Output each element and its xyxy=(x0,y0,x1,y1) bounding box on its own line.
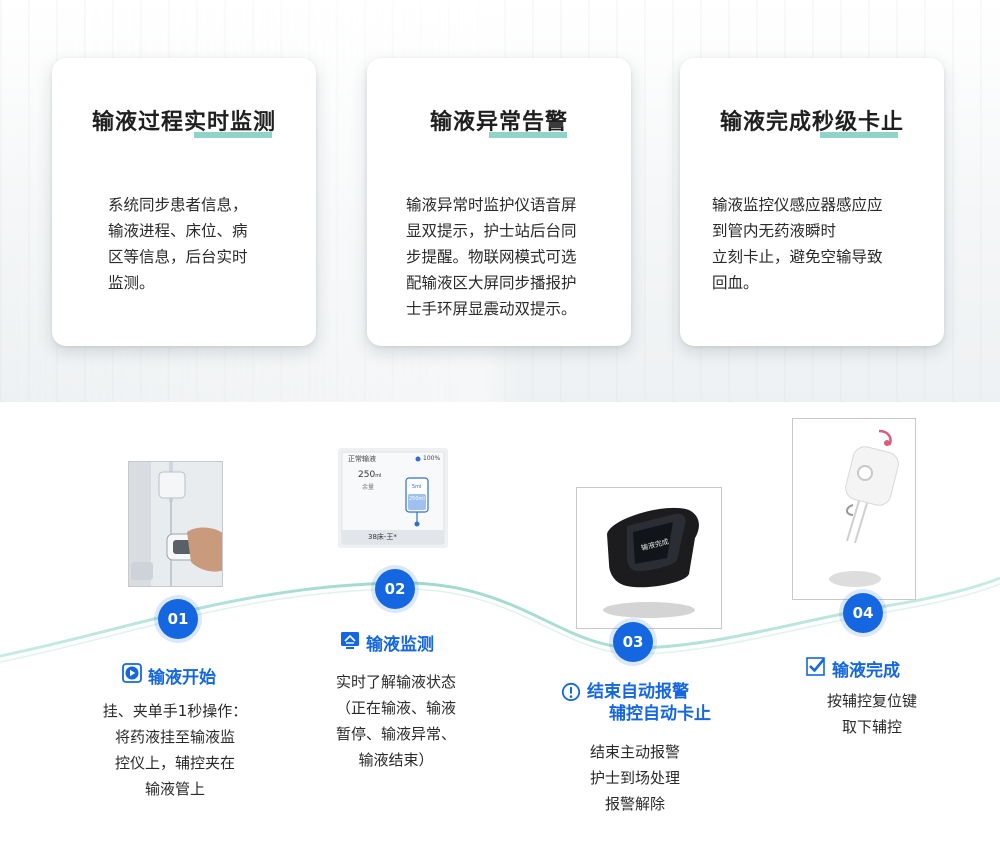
step-title-alarm: 结束自动报警 辅控自动卡止 xyxy=(561,681,711,725)
feature-line: 到管内无药液瞬时 xyxy=(712,222,837,240)
volume-number: 250 xyxy=(358,470,376,480)
infusion-start-photo xyxy=(128,461,223,587)
alert-icon xyxy=(561,682,581,707)
step-line: 控仪上，辅控夹在 xyxy=(114,754,235,772)
aux-clamp-photo xyxy=(792,418,916,600)
feature-line: 士手环屏显震动双提示。 xyxy=(406,300,577,318)
step-description-monitor: 实时了解输液状态 （正在输液、输液 暂停、输液异常、 输液结束） xyxy=(306,669,486,773)
feature-title: 输液完成秒级卡止 xyxy=(719,110,904,135)
monitor-icon xyxy=(340,630,360,655)
feature-card-stop: 输液完成秒级卡止 输液监控仪感应器感应应 到管内无药液瞬时 立刻卡止，避免空输导… xyxy=(680,58,944,346)
step-line: 将药液挂至输液监 xyxy=(114,728,235,746)
step-title-complete: 输液完成 xyxy=(806,656,900,681)
step-number-02: 02 xyxy=(375,569,415,609)
step-line: 实时了解输液状态 xyxy=(335,673,456,691)
step-line: （正在输液、输液 xyxy=(335,699,456,717)
step-description-alarm: 结束主动报警 护士到场处理 报警解除 xyxy=(560,739,710,817)
step-number-03: 03 xyxy=(613,622,653,662)
play-icon xyxy=(122,663,142,688)
step-line: 取下辅控 xyxy=(841,718,902,736)
device-screen-photo: 正常输液 100% 250ml 余量 5ml 250ml 38床-王* xyxy=(338,448,448,548)
step-line: 挂、夹单手1秒操作： xyxy=(102,702,248,720)
checkmark-icon xyxy=(806,656,826,681)
step-line: 暂停、输液异常、 xyxy=(335,725,456,743)
title-underline xyxy=(194,132,272,138)
volume-unit: ml xyxy=(375,473,382,479)
feature-line: 显双提示，护士站后台同 xyxy=(406,222,577,240)
feature-description: 输液异常时监护仪语音屏 显双提示，护士站后台同 步提醒。物联网模式可选 配输液区… xyxy=(367,192,631,322)
feature-description: 输液监控仪感应器感应应 到管内无药液瞬时 立刻卡止，避免空输导致 回血。 xyxy=(680,192,944,296)
battery-icon xyxy=(415,456,421,462)
step-line: 护士到场处理 xyxy=(589,769,680,787)
feature-line: 输液进程、床位、病 xyxy=(108,222,248,240)
bag-label-mid: 250ml xyxy=(409,496,425,502)
device-status-text: 正常输液 xyxy=(348,455,376,463)
step-line: 报警解除 xyxy=(604,795,665,813)
feature-title: 输液异常告警 xyxy=(429,110,568,135)
wristband-photo: 输液完成 xyxy=(576,487,722,629)
feature-line: 步提醒。物联网模式可选 xyxy=(406,248,577,266)
title-underline xyxy=(489,132,567,138)
step-description-complete: 按辅控复位键 取下辅控 xyxy=(800,688,944,740)
volume-value: 250ml xyxy=(358,470,381,480)
hand-clip-illustration xyxy=(129,462,222,586)
feature-line: 立刻卡止，避免空输导致 xyxy=(712,248,883,266)
feature-line: 输液异常时监护仪语音屏 xyxy=(406,196,577,214)
feature-line: 回血。 xyxy=(712,274,759,292)
step-line: 输液结束） xyxy=(358,751,434,769)
device-screen-illustration xyxy=(338,448,448,548)
step-line: 结束主动报警 xyxy=(589,743,680,761)
step-title-line: 辅控自动卡止 xyxy=(609,704,711,724)
step-number-01: 01 xyxy=(158,599,198,639)
step-title-text: 输液开始 xyxy=(148,668,216,688)
bag-label-top: 5ml xyxy=(412,484,422,490)
process-wave-line xyxy=(0,576,1000,663)
feature-line: 监测。 xyxy=(108,274,155,292)
feature-description: 系统同步患者信息， 输液进程、床位、病 区等信息，后台实时 监测。 xyxy=(52,192,316,296)
title-underline xyxy=(820,132,898,138)
feature-line: 区等信息，后台实时 xyxy=(108,248,248,266)
feature-section: 输液过程实时监测 系统同步患者信息， 输液进程、床位、病 区等信息，后台实时 监… xyxy=(0,0,1000,402)
feature-line: 输液监控仪感应器感应应 xyxy=(712,196,883,214)
bed-label: 38床-王* xyxy=(368,533,397,541)
feature-title: 输液过程实时监测 xyxy=(91,110,276,135)
volume-label: 余量 xyxy=(362,484,375,491)
step-description-start: 挂、夹单手1秒操作： 将药液挂至输液监 控仪上，辅控夹在 输液管上 xyxy=(80,698,270,802)
step-title-start: 输液开始 xyxy=(122,663,216,688)
aux-clamp-illustration xyxy=(793,419,915,599)
step-line: 输液管上 xyxy=(144,780,205,798)
battery-level: 100% xyxy=(423,455,441,462)
step-title-line: 结束自动报警 xyxy=(587,682,689,702)
step-line: 按辅控复位键 xyxy=(826,692,917,710)
step-title-text: 输液监测 xyxy=(366,635,434,655)
feature-card-monitoring: 输液过程实时监测 系统同步患者信息， 输液进程、床位、病 区等信息，后台实时 监… xyxy=(52,58,316,346)
step-title-text: 结束自动报警 辅控自动卡止 xyxy=(587,681,711,725)
wristband-illustration xyxy=(577,488,721,628)
feature-card-alarm: 输液异常告警 输液异常时监护仪语音屏 显双提示，护士站后台同 步提醒。物联网模式… xyxy=(367,58,631,346)
feature-line: 配输液区大屏同步播报护 xyxy=(406,274,577,292)
step-number-04: 04 xyxy=(843,593,883,633)
step-title-monitor: 输液监测 xyxy=(340,630,434,655)
step-title-text: 输液完成 xyxy=(832,661,900,681)
feature-line: 系统同步患者信息， xyxy=(108,196,248,214)
